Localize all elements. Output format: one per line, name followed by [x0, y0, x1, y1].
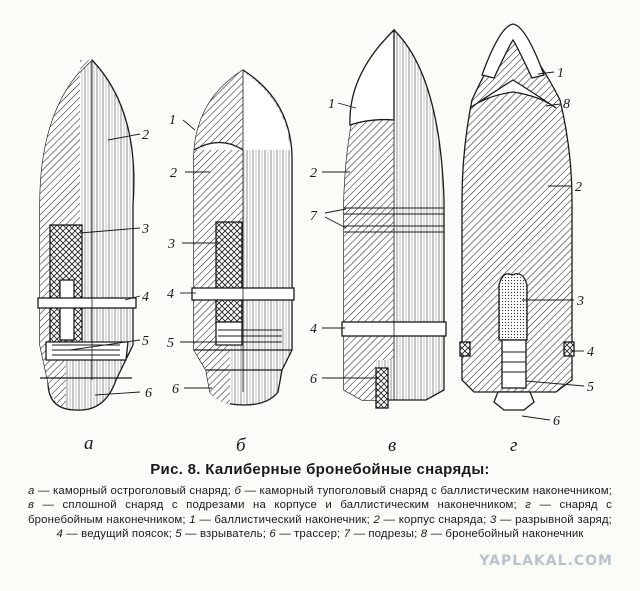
legend-text: — бронебойный наконечник [427, 528, 584, 541]
callout-a-5: 5 [142, 334, 149, 349]
legend-text: — трассер; [275, 528, 344, 541]
sub-letter-b: б [236, 435, 247, 456]
callout-g-3: 3 [576, 294, 584, 309]
callout-g-6: 6 [553, 414, 560, 429]
callout-v-6: 6 [310, 372, 317, 387]
legend-key: 2 [373, 513, 381, 526]
callout-g-1: 1 [557, 66, 564, 81]
shell-g-callouts [521, 71, 585, 421]
shell-a [37, 59, 137, 411]
figure-8-illustration: 2 3 4 5 6 а 1 2 3 4 5 6 б [37, 23, 594, 456]
legend-text: — каморный остроголовый снаряд; [34, 485, 235, 497]
legend-text: — каморный тупоголовый снаряд с баллисти… [241, 485, 612, 497]
callout-a-6: 6 [145, 386, 152, 401]
callout-g-8: 8 [563, 97, 570, 112]
legend-text: — взрыватель; [181, 528, 270, 541]
callout-v-1: 1 [328, 97, 335, 112]
legend-key: 3 [489, 513, 497, 526]
callout-b-4: 4 [167, 287, 174, 302]
legend-text: — разрывной заряд; [496, 513, 612, 526]
shell-a-callouts [69, 133, 141, 396]
callout-b-6: 6 [172, 382, 179, 397]
legend-key: 6 [269, 528, 276, 541]
callout-g-5: 5 [587, 380, 594, 395]
callout-a-3: 3 [141, 222, 149, 237]
legend-key: 8 [420, 528, 428, 541]
callout-g-4: 4 [587, 345, 594, 360]
legend-text: — снаряд с бронебойным наконечником; [28, 499, 612, 526]
sub-letter-g: г [510, 435, 517, 456]
callout-b-2: 2 [170, 166, 177, 181]
sub-letter-a: а [84, 433, 94, 454]
callout-b-1: 1 [169, 113, 176, 128]
shell-g [459, 23, 575, 411]
shell-v [341, 28, 447, 409]
legend-text: — корпус снаряда; [380, 513, 490, 526]
callout-v-2: 2 [310, 166, 317, 181]
caption-legend: а — каморный остроголовый снаряд; б — ка… [28, 484, 612, 542]
legend-key: 4 [56, 528, 63, 541]
legend-key: 7 [343, 528, 351, 541]
legend-key: 1 [189, 513, 196, 526]
callout-a-2: 2 [142, 128, 149, 143]
legend-key: а [28, 485, 35, 497]
shell-b-callouts [180, 119, 218, 389]
callout-b-5: 5 [167, 336, 174, 351]
legend-key: б [234, 485, 242, 497]
caption-title: Рис. 8. Калиберные бронебойные снаряды: [150, 461, 490, 478]
legend-key: в [28, 499, 35, 512]
shell-b [191, 69, 295, 406]
legend-key: г [525, 499, 532, 512]
callout-v-4: 4 [310, 322, 317, 337]
legend-text: — ведущий поясок; [62, 528, 176, 541]
legend-text: — баллистический наконечник; [195, 513, 374, 526]
callout-g-2: 2 [575, 180, 582, 195]
callout-v-7: 7 [310, 209, 318, 224]
sub-letter-v: в [388, 435, 396, 456]
legend-text: — сплошной снаряд с подрезами на корпусе… [34, 499, 526, 512]
figure-caption: Рис. 8. Калиберные бронебойные снаряды: … [0, 461, 640, 542]
callout-b-3: 3 [167, 237, 175, 252]
legend-text: — подрезы; [350, 528, 421, 541]
callout-a-4: 4 [142, 290, 149, 305]
watermark: YAPLAKAL.COM [479, 553, 613, 569]
legend-key: 5 [175, 528, 182, 541]
shell-v-callouts [322, 102, 378, 379]
